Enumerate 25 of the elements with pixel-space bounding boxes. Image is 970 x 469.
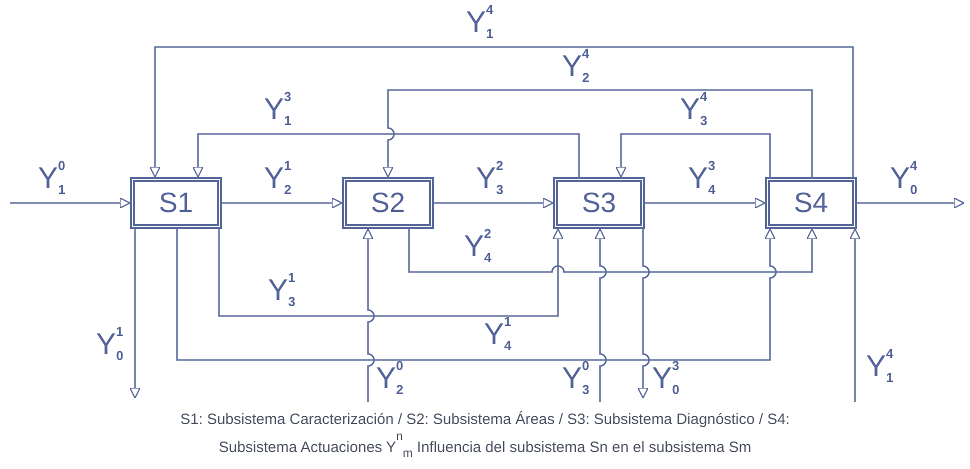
connector-arrow <box>645 197 766 209</box>
subsystem-name: S2 <box>370 189 406 217</box>
connector-arrow <box>849 228 861 402</box>
connector-arrow <box>382 89 813 178</box>
connector-arrow <box>615 133 771 178</box>
connector-arrow <box>129 229 141 399</box>
connector-arrow <box>218 228 564 317</box>
connector-arrow <box>594 228 607 402</box>
subsystem-box <box>342 177 434 229</box>
subsystem-name: S4 <box>794 189 828 217</box>
connector-arrow <box>222 197 343 209</box>
connector-arrow <box>362 228 375 402</box>
subsystem-name: S1 <box>158 189 194 217</box>
connector-arrow <box>10 197 131 209</box>
subsystem-box <box>553 177 645 229</box>
connector-arrow <box>434 197 554 209</box>
connector-arrow <box>192 133 580 178</box>
connector-arrow <box>637 229 650 399</box>
subsystem-name: S3 <box>582 189 616 217</box>
subsystem-box <box>130 177 222 229</box>
connector-arrow <box>149 46 854 178</box>
connector-arrow <box>408 228 818 273</box>
connector-arrow <box>176 228 777 361</box>
connector-arrow <box>857 197 965 209</box>
subsystem-box <box>765 177 857 229</box>
